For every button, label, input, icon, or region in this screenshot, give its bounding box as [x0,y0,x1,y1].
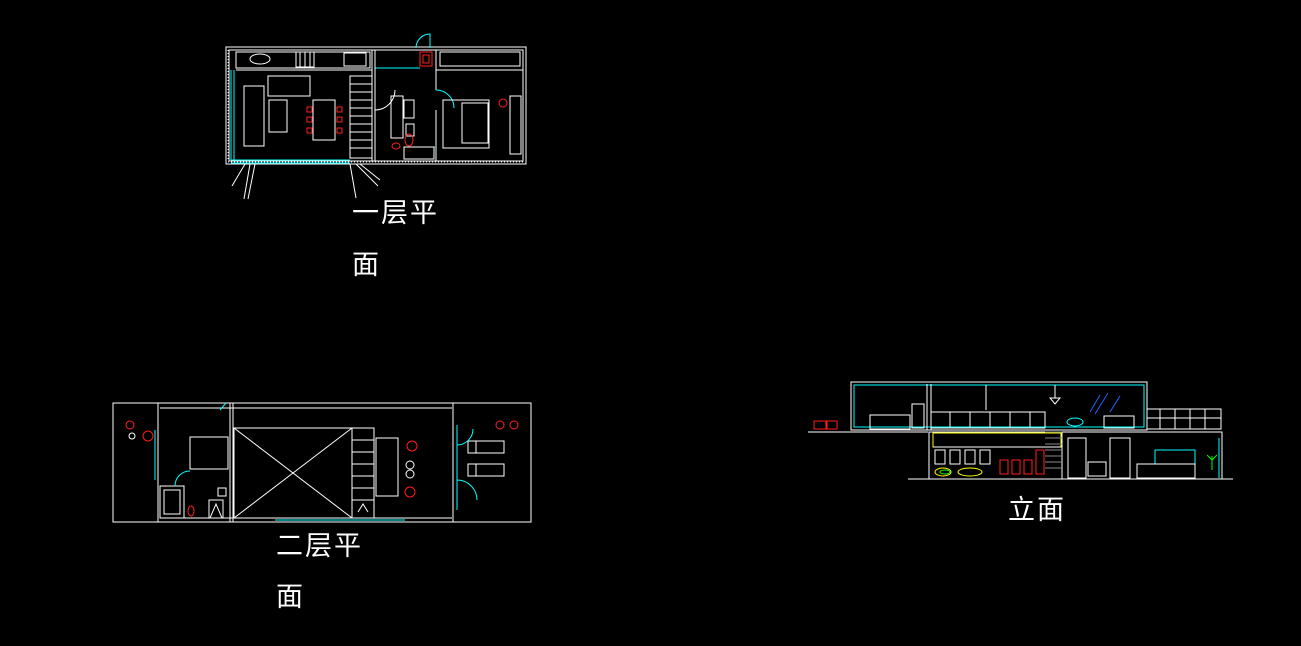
second-floor-stair [351,427,399,519]
second-floor-bathroom [159,436,229,519]
elevation-red-furniture [813,420,1045,475]
second-floor-plan [112,402,532,523]
elevation-kitchen [932,432,1062,477]
elevation-upper-furniture [869,385,1135,430]
ground-floor-dots [227,50,524,163]
elevation-plant [1206,454,1218,470]
second-floor-outer-walls [112,402,532,523]
elevation-upper-volume [850,381,1148,431]
elevation-drawing [808,381,1233,480]
elevation-title: 立面 [1008,495,1066,526]
void-opening [233,427,353,519]
ground-floor-plan [225,33,527,200]
second-floor-red-chairs [125,420,519,498]
second-floor-plan-title-line2: 面 [276,582,305,613]
bedroom-furniture [435,89,522,155]
elevation-lower-volume [928,431,1223,480]
ground-floor-interior-walls [236,50,523,161]
second-floor-white-items [128,432,505,479]
ground-floor-legs [231,163,381,200]
second-floor-plan-title-line1: 二层平 [276,531,363,562]
kitchen-counter [235,51,433,69]
living-area-furniture [243,75,343,147]
elevation-railings [930,408,1222,430]
bathroom-fixtures [374,89,435,160]
elevation-lounge [1087,461,1196,479]
ground-floor-stair [349,75,373,159]
ground-floor-plan-title-line2: 面 [352,250,381,281]
ground-floor-plan-title-line1: 一层平 [352,198,439,229]
ground-floor-glazing [230,33,435,164]
second-floor-glazing [154,402,458,521]
elevation-stair-lines [1045,431,1062,469]
second-floor-doors [456,428,478,501]
ground-floor-outer-walls [225,46,527,165]
